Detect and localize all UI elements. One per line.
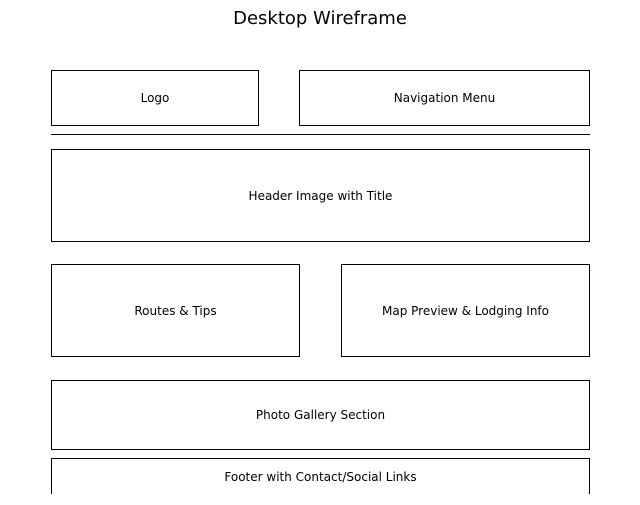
navigation-menu-label: Navigation Menu: [393, 91, 496, 105]
logo-block: Logo: [51, 70, 259, 126]
footer-label: Footer with Contact/Social Links: [224, 470, 417, 484]
header-image-block: Header Image with Title: [51, 149, 590, 242]
navigation-menu-block: Navigation Menu: [299, 70, 590, 126]
figure-bottom-clip: [0, 494, 640, 505]
logo-label: Logo: [140, 91, 170, 105]
routes-tips-block: Routes & Tips: [51, 264, 300, 357]
header-divider: [51, 134, 590, 135]
header-image-label: Header Image with Title: [248, 188, 393, 203]
routes-tips-label: Routes & Tips: [134, 303, 217, 318]
page-title: Desktop Wireframe: [233, 8, 407, 29]
photo-gallery-block: Photo Gallery Section: [51, 380, 590, 450]
photo-gallery-label: Photo Gallery Section: [255, 408, 386, 422]
map-lodging-label: Map Preview & Lodging Info: [382, 303, 549, 318]
map-lodging-block: Map Preview & Lodging Info: [341, 264, 590, 357]
